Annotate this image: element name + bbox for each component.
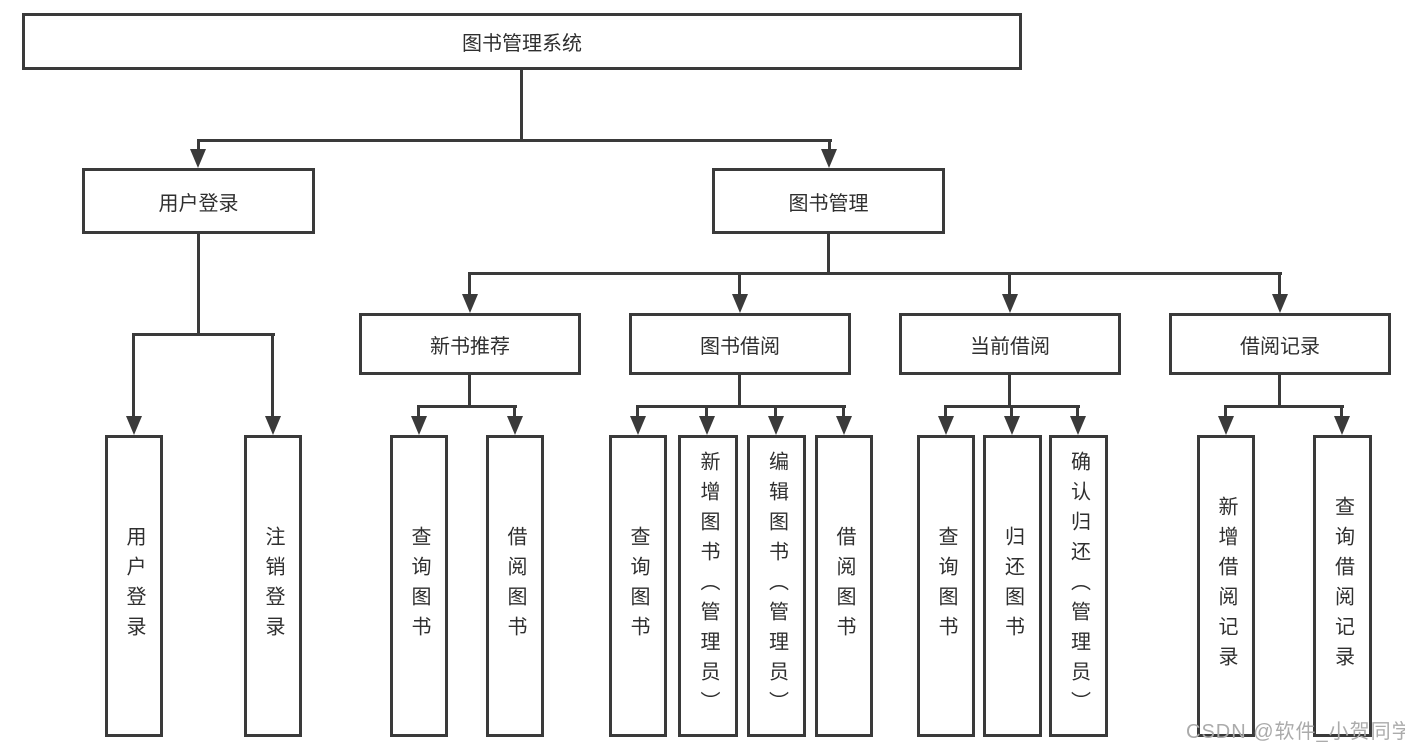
connector-line-v [520, 69, 523, 142]
arrow-down-icon [699, 416, 715, 435]
node-book-management: 图书管理 [712, 168, 945, 234]
leaf-borrow-books: 借阅图书 [815, 435, 873, 737]
arrow-down-icon [126, 416, 142, 435]
node-library-management-system: 图书管理系统 [22, 13, 1022, 70]
leaf-label: 查询图书 [935, 526, 957, 646]
leaf-label: 查询借阅记录 [1331, 496, 1354, 676]
leaf-add-books-admin: 新增图书（管理员） [678, 435, 738, 737]
leaf-query-books-recommend: 查询图书 [390, 435, 448, 737]
arrow-down-icon [1004, 416, 1020, 435]
arrow-down-icon [1334, 416, 1350, 435]
connector-line-v [1008, 375, 1011, 408]
leaf-logout: 注销登录 [244, 435, 302, 737]
connector-line-v [513, 405, 516, 419]
connector-line-v [197, 233, 200, 336]
arrow-down-icon [938, 416, 954, 435]
leaf-label: 用户登录 [123, 526, 145, 646]
leaf-label: 查询图书 [627, 526, 649, 646]
arrow-down-icon [1002, 294, 1018, 313]
connector-line-v [271, 333, 274, 418]
connector-line-v [705, 405, 708, 419]
arrow-down-icon [768, 416, 784, 435]
node-new-book-recommend: 新书推荐 [359, 313, 581, 375]
connector-line-h [417, 405, 517, 408]
arrow-down-icon [821, 149, 837, 168]
connector-line-h [636, 405, 846, 408]
connector-line-v [738, 272, 741, 297]
connector-line-v [1340, 405, 1343, 419]
leaf-label: 查询图书 [408, 526, 430, 646]
leaf-query-borrow-record: 查询借阅记录 [1313, 435, 1372, 737]
arrow-down-icon [265, 416, 281, 435]
leaf-query-books-current: 查询图书 [917, 435, 975, 737]
connector-line-v [944, 405, 947, 419]
leaf-return-books: 归还图书 [983, 435, 1042, 737]
node-book-borrow: 图书借阅 [629, 313, 851, 375]
connector-line-v [1278, 375, 1281, 408]
arrow-down-icon [732, 294, 748, 313]
connector-line-v [417, 405, 420, 419]
connector-line-v [1076, 405, 1079, 419]
connector-line-v [636, 405, 639, 419]
connector-line-v [197, 139, 200, 151]
arrow-down-icon [1070, 416, 1086, 435]
leaf-query-books-borrow: 查询图书 [609, 435, 667, 737]
leaf-confirm-return-admin: 确认归还（管理员） [1049, 435, 1108, 737]
connector-line-v [774, 405, 777, 419]
arrow-down-icon [1218, 416, 1234, 435]
connector-line-v [828, 139, 831, 151]
connector-line-v [132, 333, 135, 418]
connector-line-h [197, 139, 832, 142]
arrow-down-icon [507, 416, 523, 435]
arrow-down-icon [190, 149, 206, 168]
leaf-add-borrow-record: 新增借阅记录 [1197, 435, 1255, 737]
watermark: CSDN @软件_小贺同学 [1186, 721, 1405, 743]
node-current-borrow: 当前借阅 [899, 313, 1121, 375]
leaf-label: 注销登录 [262, 526, 284, 646]
leaf-label: 编辑图书（管理员） [765, 451, 788, 721]
connector-line-v [1278, 272, 1281, 297]
connector-line-v [1010, 405, 1013, 419]
arrow-down-icon [630, 416, 646, 435]
node-user-login: 用户登录 [82, 168, 315, 234]
connector-line-v [842, 405, 845, 419]
connector-line-v [827, 233, 830, 275]
arrow-down-icon [462, 294, 478, 313]
arrow-down-icon [411, 416, 427, 435]
connector-line-v [1224, 405, 1227, 419]
connector-line-h [468, 272, 1282, 275]
leaf-borrow-books-recommend: 借阅图书 [486, 435, 544, 737]
leaf-label: 新增借阅记录 [1215, 496, 1237, 676]
connector-line-v [468, 272, 471, 297]
leaf-edit-books-admin: 编辑图书（管理员） [747, 435, 806, 737]
connector-line-v [1008, 272, 1011, 297]
arrow-down-icon [836, 416, 852, 435]
leaf-label: 新增图书（管理员） [697, 451, 719, 721]
connector-line-v [468, 375, 471, 408]
connector-line-h [132, 333, 275, 336]
node-borrow-records: 借阅记录 [1169, 313, 1391, 375]
leaf-label: 确认归还（管理员） [1067, 451, 1090, 721]
leaf-label: 借阅图书 [504, 526, 526, 646]
arrow-down-icon [1272, 294, 1288, 313]
connector-line-v [738, 375, 741, 408]
leaf-label: 归还图书 [1001, 526, 1024, 646]
connector-line-h [1224, 405, 1344, 408]
leaf-user-login: 用户登录 [105, 435, 163, 737]
leaf-label: 借阅图书 [833, 526, 855, 646]
